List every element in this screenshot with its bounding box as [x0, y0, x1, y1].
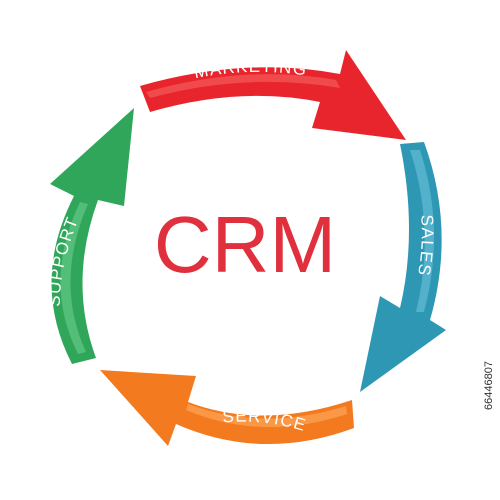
- service-arrow-highlight: [186, 404, 347, 428]
- sales-arrow-highlight: [410, 150, 435, 312]
- center-title: CRM: [154, 200, 336, 289]
- support-arrow-highlight: [60, 202, 88, 354]
- sales-label: SALES: [414, 214, 436, 278]
- svg-text:SALES: SALES: [414, 214, 437, 278]
- service-arrow-body: [100, 370, 354, 446]
- side-stock-id: 66446807: [483, 361, 495, 410]
- service-arrow: SERVICE: [100, 370, 354, 446]
- sales-arrow: SALES: [360, 142, 446, 392]
- marketing-arrow-highlight: [146, 74, 340, 98]
- support-arrow: SUPPORT: [45, 108, 134, 364]
- marketing-arrow-body: [140, 50, 406, 140]
- marketing-arrow: MARKETING: [140, 50, 406, 140]
